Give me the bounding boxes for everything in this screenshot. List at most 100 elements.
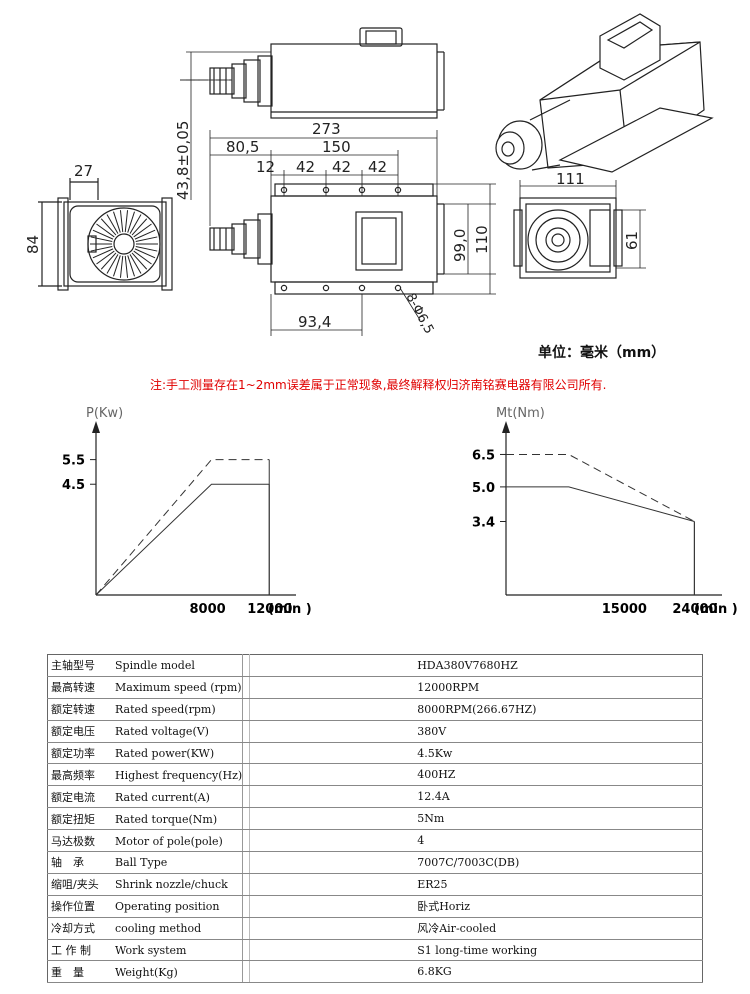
fin-line	[124, 255, 129, 278]
y-axis-label: P(Kw)	[86, 406, 123, 421]
fin-line	[129, 254, 142, 274]
spec-label: 额定电流 Rated current(A)	[47, 785, 244, 809]
end-view-left	[38, 178, 173, 291]
fin-line	[127, 255, 135, 277]
spec-spacer	[242, 720, 251, 743]
spec-label-en: Rated torque(Nm)	[115, 812, 218, 826]
spec-label-en: Ball Type	[115, 856, 168, 870]
y-axis-arrow	[502, 421, 510, 433]
fin-line	[135, 236, 158, 242]
spec-label-en: Rated current(A)	[115, 790, 210, 804]
spec-row: 额定电流 Rated current(A) 12.4A	[47, 785, 703, 809]
spec-label-cn: 轴 承	[51, 856, 84, 870]
spec-spacer	[242, 785, 251, 809]
fin-line	[129, 214, 142, 234]
fin-line	[134, 248, 156, 259]
spec-label-cn: 缩咀/夹头	[51, 878, 99, 892]
spec-value: ER25	[249, 873, 703, 896]
spec-value: 12.4A	[249, 785, 703, 809]
spec-label-cn: 冷却方式	[51, 922, 95, 936]
dim-holes: 8-Φ6,5	[402, 291, 436, 337]
spec-label: 最高频率 Highest frequency(Hz)	[47, 763, 244, 787]
spec-spacer	[242, 851, 251, 874]
mount-holes	[280, 186, 402, 292]
x-tick-label: 8000	[189, 602, 225, 617]
spec-label-cn: 最高频率	[51, 768, 95, 782]
series-line	[506, 453, 695, 522]
fin-line	[131, 252, 148, 270]
y-tick-label: 3.4	[472, 515, 495, 530]
fin-line	[100, 252, 117, 270]
fin-line	[127, 211, 135, 233]
x-tick-label: 15000	[602, 602, 647, 617]
mount-hole	[394, 284, 402, 292]
series-line	[95, 459, 270, 596]
fin-line	[90, 246, 113, 252]
spec-spacer	[242, 829, 251, 853]
spec-spacer	[242, 939, 251, 962]
spec-label-en: Work system	[115, 944, 187, 958]
fin-line	[134, 229, 156, 240]
fin-line	[133, 250, 152, 265]
spec-label-en: Shrink nozzle/chuck	[115, 878, 228, 892]
spec-label-cn: 额定转速	[51, 703, 95, 717]
dim-12: 12	[256, 158, 275, 176]
series-line	[95, 483, 270, 596]
dim-273: 273	[312, 120, 341, 138]
spec-label-cn: 主轴型号	[51, 659, 95, 673]
spec-value: 6.8KG	[249, 960, 703, 984]
dim-84: 84	[24, 235, 42, 254]
spec-label-en: Operating position	[115, 900, 220, 914]
spec-label-en: Maximum speed (rpm)	[115, 681, 242, 695]
fin-line	[113, 211, 121, 233]
dim-111: 111	[556, 170, 585, 188]
dim-43-8: 43,8±0,05	[174, 121, 192, 200]
side-view-top	[180, 27, 445, 119]
y-axis-label: Mt(Nm)	[496, 406, 545, 421]
spec-label-en: Rated speed(rpm)	[115, 703, 216, 717]
spec-label: 冷却方式 cooling method	[47, 917, 244, 940]
fin-line	[92, 229, 114, 240]
spec-label-en: Motor of pole(pole)	[115, 834, 223, 848]
spec-label-cn: 工 作 制	[51, 944, 91, 958]
spec-label-en: Highest frequency(Hz)	[115, 768, 243, 782]
spec-label-en: Weight(Kg)	[115, 965, 178, 979]
spec-value: 8000RPM(266.67HZ)	[249, 698, 703, 721]
spec-label-cn: 最高转速	[51, 681, 95, 695]
dim-99: 99,0	[451, 229, 469, 262]
spec-label-cn: 额定电流	[51, 790, 95, 804]
unit-label: 单位：毫米（mm）	[538, 345, 666, 361]
x-axis-label: (min )	[694, 602, 738, 617]
fin-line	[106, 254, 119, 274]
spec-label-en: cooling method	[115, 922, 202, 936]
spec-value: 风冷Air-cooled	[249, 917, 703, 940]
fin-line	[133, 223, 152, 238]
x-tick-label: 12000	[247, 602, 292, 617]
spec-value: 7007C/7003C(DB)	[249, 851, 703, 874]
dim-42b: 42	[332, 158, 351, 176]
fin-line	[119, 255, 124, 278]
dim-150: 150	[322, 138, 351, 156]
spec-value: 5Nm	[249, 807, 703, 831]
spec-spacer	[242, 960, 251, 984]
y-tick-label: 4.5	[62, 478, 85, 493]
spec-label-cn: 操作位置	[51, 900, 95, 914]
mount-hole	[280, 284, 288, 292]
fin-line	[131, 218, 148, 236]
fin-line	[135, 246, 158, 252]
series-line	[506, 486, 695, 522]
spec-row: 缩咀/夹头 Shrink nozzle/chuck ER25	[47, 873, 703, 896]
spec-value: 4.5Kw	[249, 742, 703, 765]
spec-label: 轴 承 Ball Type	[47, 851, 244, 874]
